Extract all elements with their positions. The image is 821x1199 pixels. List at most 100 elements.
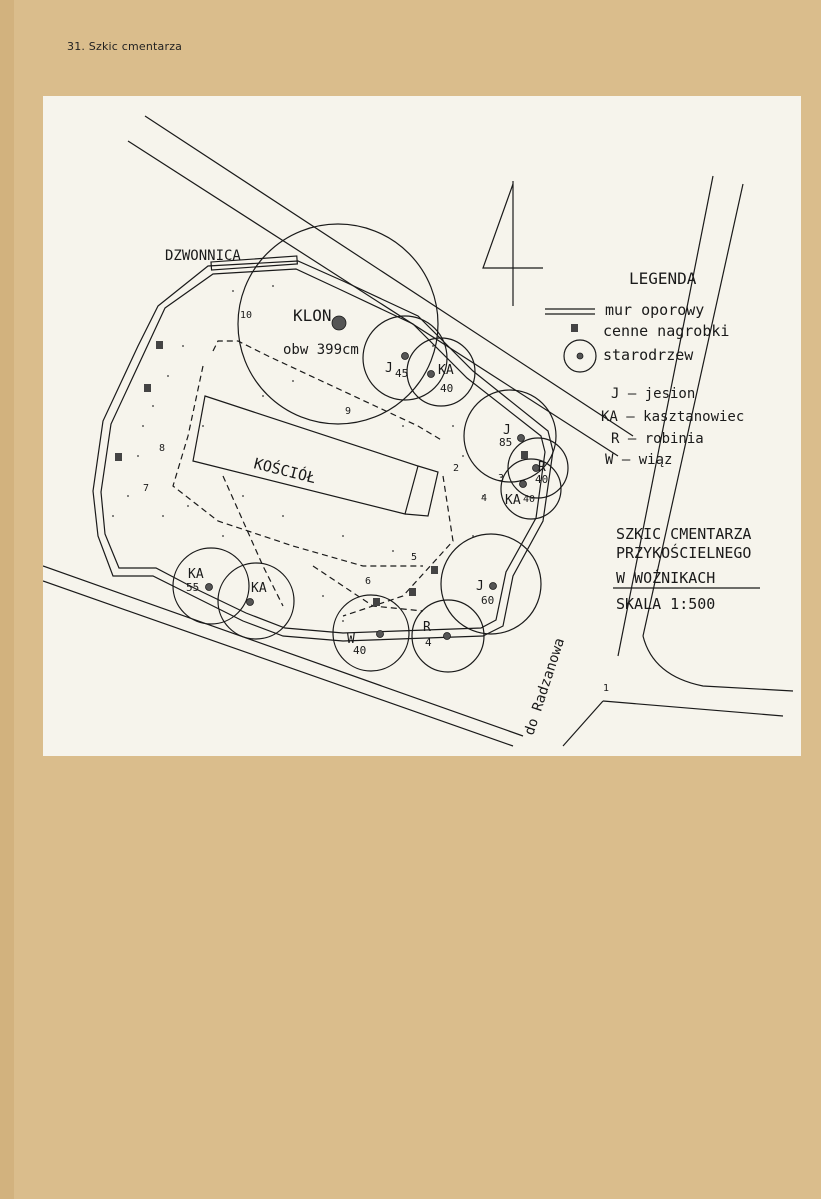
sketch-title: SZKIC CMENTARZA (616, 525, 751, 543)
church-label: KOŚCIÓŁ (252, 453, 318, 487)
cemetery-sketch: DZWONNICA KOŚCIÓŁ KLON obw 399cm do Radz… (43, 115, 794, 747)
tree-code: KA (505, 493, 521, 508)
belfry (210, 255, 298, 271)
tree-code: W (347, 632, 355, 647)
tree-crown (362, 315, 448, 401)
tree-trunk (519, 480, 527, 488)
page-caption: 31. Szkic cmentarza (67, 40, 183, 53)
legend-graves: cenne nagrobki (603, 322, 729, 340)
viewpoint-number: 1 (603, 683, 609, 694)
path (342, 475, 454, 617)
viewpoint-number: 6 (365, 576, 371, 587)
card-edge (0, 0, 14, 1199)
tree-size: 85 (499, 436, 512, 449)
viewpoint-number: 4 (481, 493, 487, 504)
tree-crown (217, 562, 295, 640)
tree-size: 40 (440, 382, 453, 395)
tree-code: KA (251, 581, 267, 596)
maple-circumference: obw 399cm (283, 342, 359, 358)
grave-marker (409, 588, 416, 596)
tree-trunk (246, 598, 254, 606)
road-line (602, 700, 784, 717)
tree-crown (500, 458, 562, 520)
tree-size: 45 (395, 367, 408, 380)
road-line (642, 635, 794, 692)
tree-crown (332, 594, 410, 672)
tree-trunk (517, 434, 525, 442)
grave-marker (373, 598, 380, 606)
tree-code: J (385, 361, 393, 376)
tree-code: R (423, 620, 431, 635)
sketch-title: PRZYKOŚCIELNEGO (616, 543, 751, 562)
road-label: do Radzanowa (522, 636, 568, 737)
road-line (562, 700, 604, 747)
tree-crown-maple (237, 223, 439, 425)
tree-size: 40 (353, 644, 366, 657)
viewpoint-number: 7 (143, 483, 149, 494)
viewpoint-number: 9 (345, 406, 351, 417)
tree-code: R (538, 460, 546, 475)
tree-trunk (427, 370, 435, 378)
sketch-scale: SKALA 1:500 (616, 595, 715, 613)
grave-marker (144, 384, 151, 392)
tree-crown (411, 599, 485, 673)
viewpoint-number: 5 (411, 552, 417, 563)
church-apse (404, 465, 439, 517)
legend-trees: starodrzew (603, 346, 694, 364)
path (222, 475, 284, 607)
tree-crown (172, 547, 250, 625)
tree-crown (507, 437, 569, 499)
road-line (43, 565, 524, 737)
tree-size: 40 (523, 494, 535, 505)
viewpoint-number: 2 (453, 463, 459, 474)
tree-code: KA (438, 363, 454, 378)
legend-species: KA – kasztanowiec (601, 409, 744, 425)
sketch-sheet: DZWONNICA KOŚCIÓŁ KLON obw 399cm do Radz… (43, 96, 801, 756)
viewpoint-number: 8 (159, 443, 165, 454)
tree-trunk (401, 352, 409, 360)
tree-code: J (503, 423, 511, 438)
tree-size: 60 (481, 594, 494, 607)
legend-species: R – robinia (611, 431, 704, 447)
tree-size: 40 (535, 473, 548, 486)
tree-crown (463, 389, 557, 483)
cemetery-wall-inner (100, 268, 546, 634)
path (212, 340, 444, 442)
viewpoint-number: 10 (240, 310, 252, 321)
grave-marker (115, 453, 122, 461)
tree-crown (406, 337, 476, 407)
path (172, 365, 423, 567)
road-line (127, 140, 619, 457)
tree-size: 55 (186, 581, 199, 594)
tree-trunk (376, 630, 384, 638)
church (192, 395, 419, 515)
sketch-title: W WOŹNIKACH (616, 568, 715, 587)
tree-code: J (476, 579, 484, 594)
legend-wall: mur oporowy (605, 301, 704, 319)
viewpoint-number: 3 (498, 473, 504, 484)
legend-species: J – jesion (611, 386, 695, 402)
grave-marker (431, 566, 438, 574)
tree-trunk (443, 632, 451, 640)
tree-crown (440, 533, 542, 635)
cemetery-wall (92, 260, 554, 642)
legend-tree-symbol (563, 339, 597, 373)
grave-marker (521, 451, 528, 459)
maple-label: KLON (293, 306, 332, 325)
road-line (43, 580, 514, 747)
tree-trunk-maple (331, 315, 347, 331)
legend-grave-symbol (571, 324, 578, 332)
grave-marker (156, 341, 163, 349)
legend-species: W – wiąz (605, 452, 672, 468)
tree-trunk (532, 464, 540, 472)
legend-title: LEGENDA (629, 269, 697, 288)
belfry-label: DZWONNICA (165, 248, 241, 264)
road-line (617, 175, 714, 657)
north-arrow (482, 183, 543, 269)
tree-trunk (205, 583, 213, 591)
tree-size: 4 (425, 636, 432, 649)
path (312, 565, 424, 612)
legend-tree-trunk (576, 352, 584, 360)
tree-trunk (489, 582, 497, 590)
road-line (642, 183, 744, 637)
